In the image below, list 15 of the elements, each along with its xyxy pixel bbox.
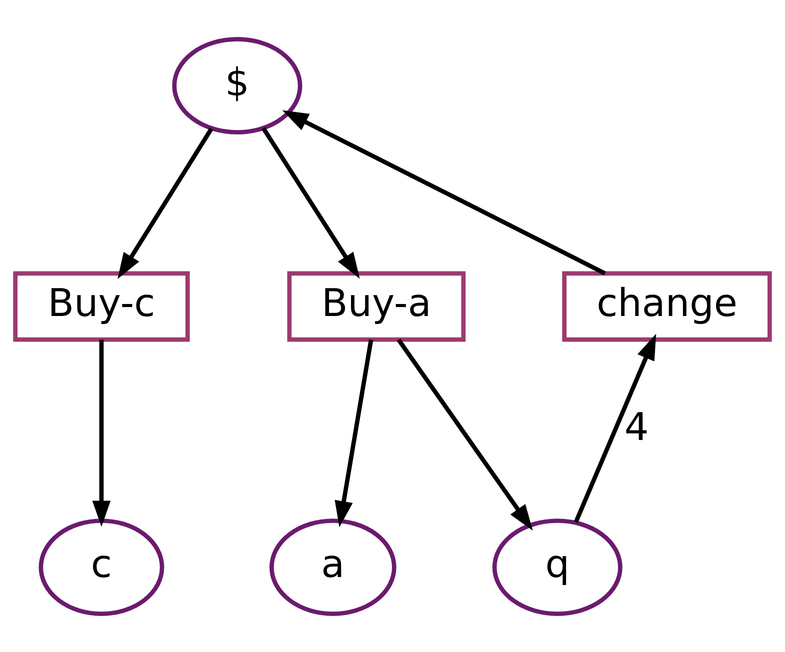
arrow [282, 110, 606, 275]
node-ellipse: q [492, 518, 622, 616]
arrow [574, 333, 656, 522]
node-box: Buy-a [287, 270, 466, 342]
edge-label: 4 [624, 404, 649, 450]
node-box: Buy-c [13, 270, 190, 342]
arrow [118, 127, 214, 278]
arrow [262, 126, 360, 278]
node-ellipse: $ [172, 36, 302, 134]
arrow [396, 338, 533, 530]
arrow [334, 338, 374, 527]
node-box: change [562, 270, 772, 342]
node-ellipse: c [38, 518, 164, 616]
arrow [92, 339, 111, 526]
node-ellipse: a [269, 518, 396, 616]
